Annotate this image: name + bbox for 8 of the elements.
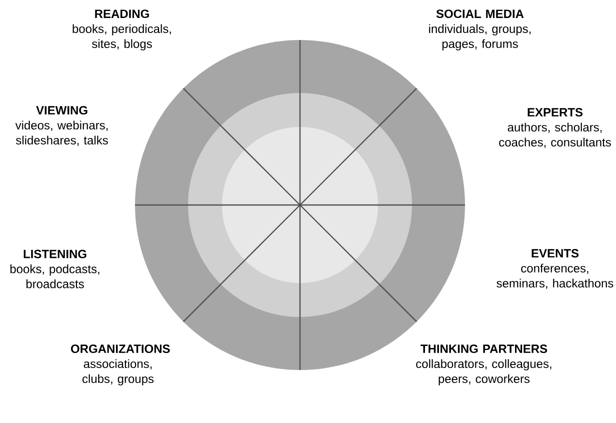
text-label: READING books, periodicals, sites, blogs <box>72 10 171 50</box>
text-label: VIEWING videos, webinars, slideshares, talks <box>15 106 108 146</box>
text-label: LISTENING books, podcasts, broadcasts <box>10 250 100 288</box>
text-label: EXPERTS authors, scholars, coaches, consultants <box>499 108 611 148</box>
text-label: THINKING PARTNERS collaborators, colleagues, peers, coworkers <box>416 344 552 386</box>
text-label: EVENTS conferences, seminars, hackathons <box>496 249 614 289</box>
text-label: SOCIAL MEDIA individuals, groups, pages, forums <box>429 10 531 50</box>
text-label: ORGANIZATIONS associations, clubs, groups <box>71 344 170 386</box>
